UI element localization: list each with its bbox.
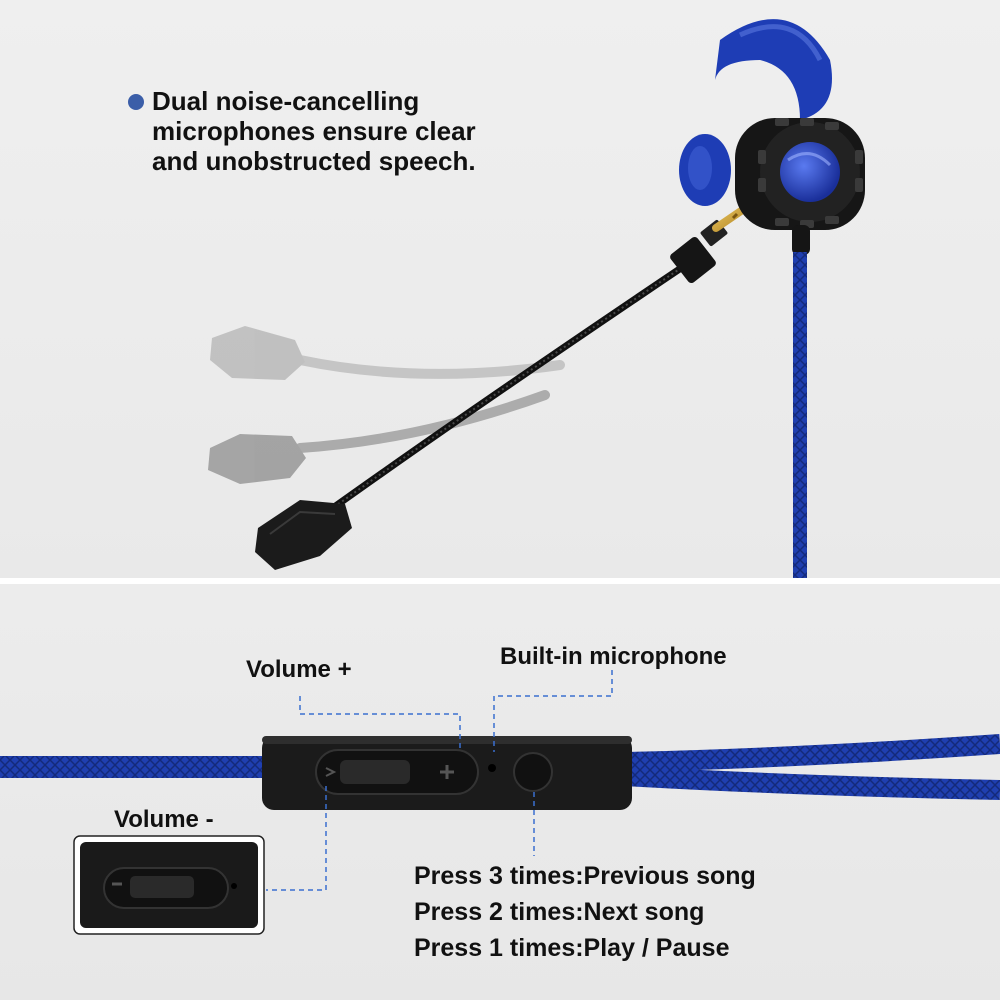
ghost-mic-upper [210, 326, 565, 380]
earpiece-cable [793, 252, 807, 578]
panel-divider [0, 578, 1000, 584]
volume-minus-inset [73, 835, 265, 935]
top-panel [0, 0, 1000, 578]
feature-callout: Dual noise-cancelling microphones ensure… [128, 86, 548, 176]
ghost-mic-middle [208, 390, 550, 484]
leader-built-in-mic [493, 670, 613, 752]
press-1-times-text: Press 1 times:Play / Pause [414, 934, 730, 962]
feature-callout-text: Dual noise-cancelling microphones ensure… [152, 86, 476, 176]
press-2-times-text: Press 2 times:Next song [414, 898, 705, 926]
press-instructions: Press 3 times:Previous song Press 2 time… [414, 858, 756, 966]
volume-plus-label: Volume + [246, 656, 352, 683]
earpiece-vent-slots [758, 118, 863, 228]
inline-cable-right-upper [624, 734, 1000, 772]
earpiece [679, 19, 865, 255]
bullet-dot [128, 94, 144, 110]
leader-volume-minus [266, 786, 327, 891]
volume-minus-label: Volume - [114, 806, 214, 833]
mic-boom [255, 258, 694, 570]
leader-volume-plus [299, 696, 461, 752]
inline-cable-right-lower [624, 766, 1000, 800]
built-in-microphone-label: Built-in microphone [500, 643, 727, 670]
inline-cable-left [0, 756, 270, 778]
callout-lines [266, 670, 613, 891]
inline-remote [262, 736, 632, 810]
press-3-times-text: Press 3 times:Previous song [414, 862, 756, 890]
